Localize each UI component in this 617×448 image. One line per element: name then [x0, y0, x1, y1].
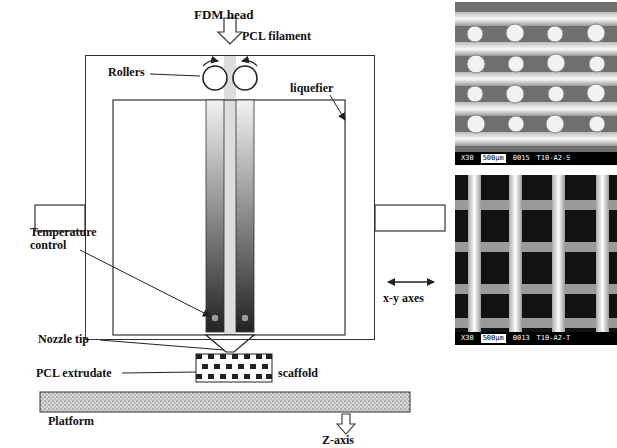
sem-info-text: 0015 — [513, 154, 530, 163]
sem-info-text: X30 — [461, 334, 474, 343]
sem-info-text: 0013 — [513, 334, 530, 343]
sem-info-bar: X30 500μm 0015 T10-A2-S — [455, 152, 617, 165]
platform-label: Platform — [48, 414, 94, 429]
part-label: Nozzle tip — [38, 333, 118, 346]
head-title: FDM head — [194, 7, 254, 23]
scale-bar: 500μm — [481, 154, 506, 163]
part-label: Temperature control — [30, 226, 110, 252]
part-label: PCL extrudate — [36, 367, 136, 380]
platform-band: Platform — [40, 392, 410, 412]
sem-info-text: T10-A2-S — [537, 154, 571, 163]
sem-info-text: T10-A2-T — [537, 334, 571, 343]
part-label: scaffold — [278, 367, 348, 380]
sem-image-panel: X30 500μm 0015 T10-A2-S — [455, 2, 617, 165]
axis-label: Z-axis — [322, 434, 382, 447]
axis-label: x-y axes — [383, 292, 453, 305]
part-label: Rollers — [108, 66, 168, 79]
sem-image-panel: X30 500μm 0013 T10-A2-T — [455, 175, 617, 345]
part-label: PCL filament — [242, 30, 352, 43]
scale-bar: 500μm — [481, 334, 506, 343]
part-label: liquefier — [290, 82, 370, 95]
sem-info-text: X30 — [461, 154, 474, 163]
fdm-head-box: FDM head — [85, 55, 375, 340]
sem-info-bar: X30 500μm 0013 T10-A2-T — [455, 332, 617, 345]
